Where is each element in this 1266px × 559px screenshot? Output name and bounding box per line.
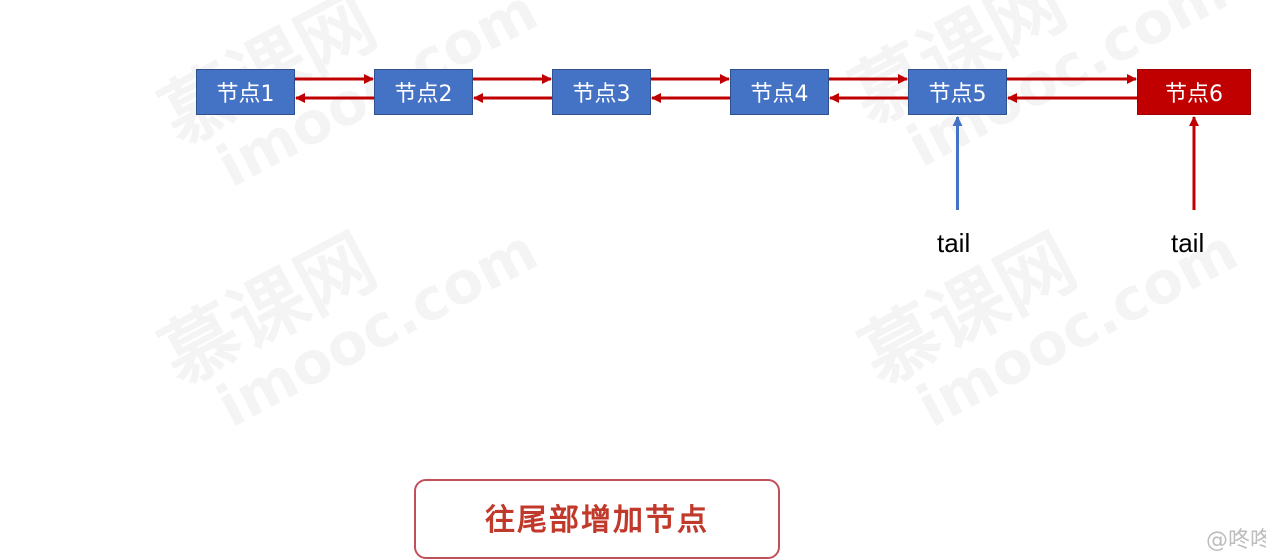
caption-box: 往尾部增加节点 — [414, 479, 780, 559]
node-1-label: 节点1 — [216, 82, 275, 107]
node-6-label: 节点6 — [1165, 82, 1223, 107]
node-1: 节点1 — [196, 69, 295, 115]
node-2-label: 节点2 — [394, 82, 453, 107]
node-3: 节点3 — [552, 69, 651, 115]
corner-watermark-text: @咚咚 — [1206, 528, 1266, 553]
node-6: 节点6 — [1137, 69, 1251, 115]
node-4-label: 节点4 — [750, 82, 809, 107]
link-arrows — [295, 74, 1199, 210]
tail-label-old: tail — [937, 228, 971, 258]
tail-label-new: tail — [1171, 228, 1205, 258]
node-2: 节点2 — [374, 69, 473, 115]
node-5-label: 节点5 — [928, 82, 987, 107]
caption-text: 往尾部增加节点 — [485, 503, 709, 538]
node-5: 节点5 — [908, 69, 1007, 115]
node-3-label: 节点3 — [572, 82, 631, 107]
node-4: 节点4 — [730, 69, 829, 115]
